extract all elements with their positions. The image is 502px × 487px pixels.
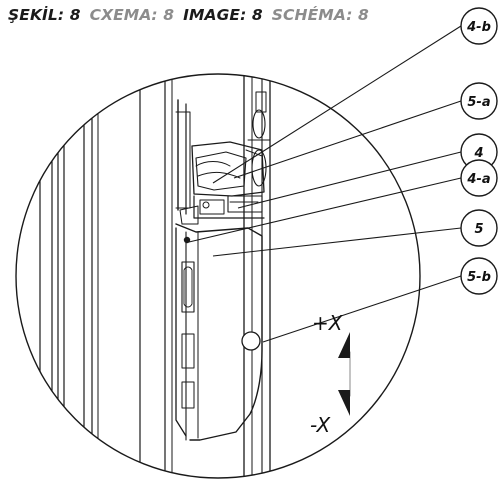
- callout-label-5a: 5-a: [467, 95, 490, 110]
- magnifier-outline: [15, 73, 421, 479]
- hinge-upper-assembly: [179, 141, 265, 225]
- callout-label-4a: 4-a: [466, 172, 490, 187]
- callout-4a: 4-a: [460, 159, 498, 197]
- hinge-lower-plate: [175, 223, 263, 441]
- title-ru: СХЕМА: 8: [89, 6, 175, 24]
- title-en: IMAGE: 8: [183, 6, 263, 24]
- sash-channel: [175, 99, 191, 215]
- frame-profile-lines: [39, 74, 173, 478]
- callout-5b: 5-b: [460, 257, 498, 295]
- title-cz: SCHÉMA: 8: [271, 6, 369, 24]
- title-tr: ŞEKİL: 8: [8, 6, 81, 24]
- figure-title: ŞEKİL: 8 СХЕМА: 8 IMAGE: 8 SCHÉMA: 8: [8, 6, 378, 24]
- callout-label-5b: 5-b: [467, 270, 491, 285]
- callout-4: 4: [460, 133, 498, 171]
- axis-plus-label: +X: [312, 311, 344, 335]
- callout-label-4: 4: [473, 146, 483, 161]
- callout-5a: 5-a: [460, 82, 498, 120]
- callout-label-5: 5: [474, 222, 483, 237]
- leader-lines: [188, 25, 462, 343]
- callout-4b: 4-b: [460, 7, 498, 45]
- axis-minus-label: -X: [310, 413, 332, 437]
- adjust-axis-indicator: [338, 332, 351, 416]
- callout-label-4b: 4-b: [466, 20, 491, 35]
- callout-5: 5: [460, 209, 498, 247]
- magnified-view: [39, 74, 351, 478]
